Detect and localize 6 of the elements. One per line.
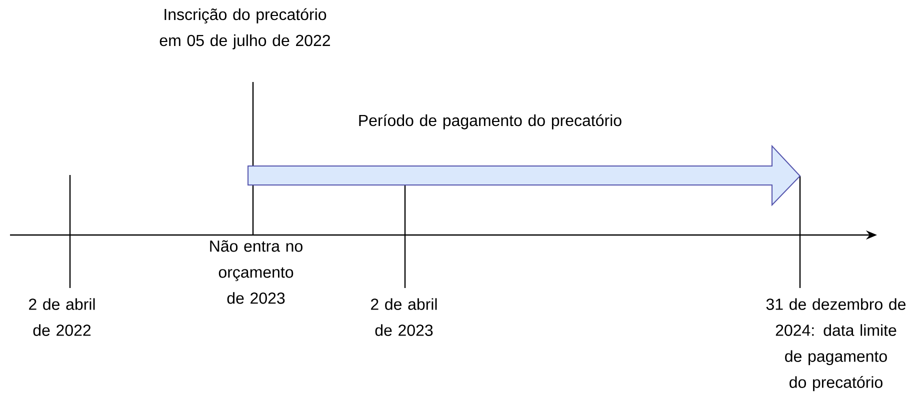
text-label: 2 de abril de 2022 xyxy=(29,298,95,336)
text-label: 31 de dezembro de 2024: data limite de pagamento do precatório xyxy=(766,298,906,392)
text-label: Não entra no orçamento de 2023 xyxy=(210,240,302,304)
text-label: Inscrição do precatório em 05 de julho de 2022 xyxy=(160,8,330,50)
text-label: 2 de abril de 2023 xyxy=(371,298,437,336)
text-label: Período de pagamento do precatório xyxy=(359,114,622,130)
